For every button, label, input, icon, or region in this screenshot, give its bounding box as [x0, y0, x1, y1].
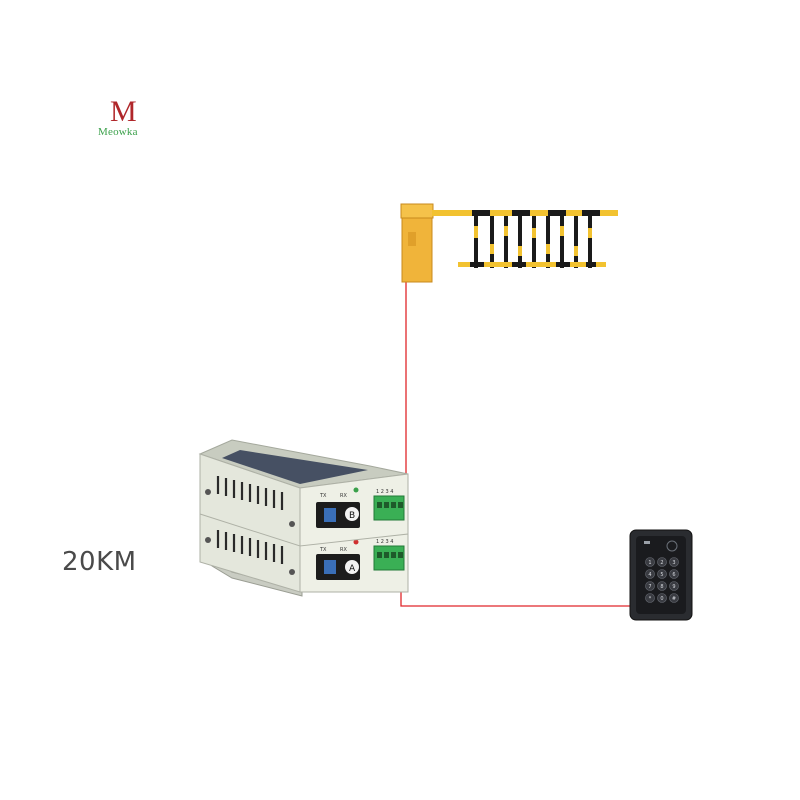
terminal-numbers-top: 1 2 3 4 — [376, 489, 394, 495]
keypad-key — [657, 593, 667, 603]
keypad-key-label: 8 — [660, 584, 663, 590]
brand-logo: M Meowka — [98, 96, 158, 146]
keypad-key-label: 7 — [648, 584, 651, 590]
keypad-key-label: 3 — [672, 560, 675, 566]
fiber-transceiver-stack: A TX RX 1 2 3 4 — [198, 439, 409, 597]
keypad-keys: 1 2 3 4 5 6 7 8 9 * 0 # — [645, 557, 679, 603]
keypad-key — [669, 557, 679, 567]
keypad-key — [657, 581, 667, 591]
keypad-key — [669, 581, 679, 591]
keypad-key-label: 1 — [648, 560, 651, 566]
keypad-key-label: # — [672, 596, 676, 602]
barrier-gate — [400, 203, 618, 283]
barrier-lower-rail — [458, 262, 606, 267]
channel-mark-bottom: A — [349, 564, 356, 574]
channel-mark-top: B — [349, 511, 355, 521]
keypad-key-label: 5 — [660, 572, 663, 578]
keypad-key — [645, 581, 655, 591]
logo-letter: M — [110, 95, 137, 128]
keypad-key — [657, 557, 667, 567]
keypad-key-label: 4 — [648, 572, 651, 578]
access-keypad: 1 2 3 4 5 6 7 8 9 * 0 # — [629, 529, 693, 621]
barrier-fence-bars — [474, 216, 592, 268]
keypad-key — [669, 593, 679, 603]
logo-text: Meowka — [98, 126, 138, 138]
wire-transceiver-to-keypad — [400, 560, 636, 607]
keypad-key — [645, 593, 655, 603]
transceiver-top: B TX RX 1 2 3 4 — [198, 439, 409, 547]
tx-label-top: TX — [319, 493, 327, 499]
wire-barrier-to-transceiver — [400, 282, 407, 501]
keypad-key-label: 0 — [660, 596, 663, 602]
distance-label: 20KM — [62, 547, 137, 577]
keypad-key-label: 6 — [672, 572, 675, 578]
keypad-key — [645, 557, 655, 567]
keypad-key — [645, 569, 655, 579]
keypad-key — [657, 569, 667, 579]
terminal-numbers-bottom: 1 2 3 4 — [376, 539, 394, 545]
rx-label-bottom: RX — [340, 547, 347, 553]
rx-label-top: RX — [340, 493, 347, 499]
tx-label-bottom: TX — [319, 547, 327, 553]
keypad-key — [669, 569, 679, 579]
keypad-key-label: 9 — [672, 584, 675, 590]
barrier-cabinet — [401, 213, 433, 283]
keypad-key-label: * — [649, 596, 652, 602]
keypad-key-label: 2 — [660, 560, 663, 566]
